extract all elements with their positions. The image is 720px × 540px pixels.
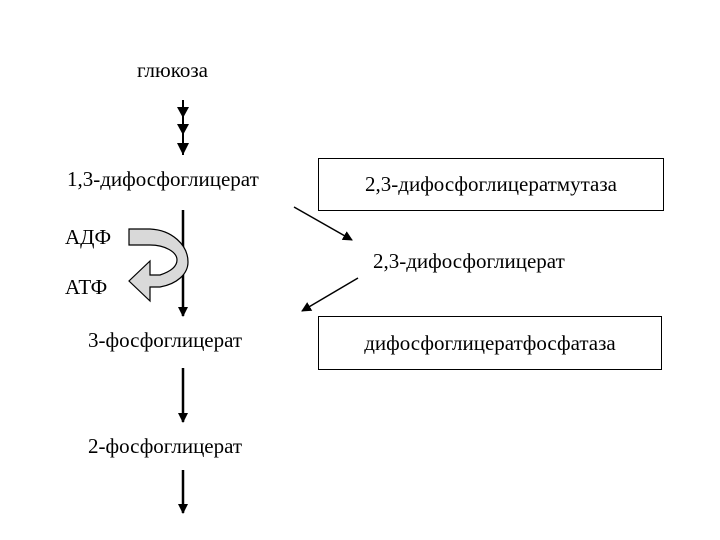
phosphatase-enzyme-box: дифосфоглицератфосфатаза	[318, 316, 662, 370]
bpg13-to-bpg23-arrow	[293, 206, 353, 241]
pg2-label: 2-фосфоглицерат	[88, 434, 243, 458]
bpg23-label: 2,3-дифосфоглицерат	[373, 249, 565, 273]
pg3-label: 3-фосфоглицерат	[88, 328, 243, 352]
atp-label: АТФ	[65, 275, 108, 299]
phosphatase-label: дифосфоглицератфосфатаза	[364, 330, 616, 355]
bpg13-label: 1,3-дифосфоглицерат	[67, 167, 259, 191]
mutase-label: 2,3-дифосфоглицератмутаза	[365, 172, 617, 196]
adp-label: АДФ	[65, 225, 112, 249]
mutase-enzyme-box: 2,3-дифосфоглицератмутаза	[318, 158, 664, 211]
glucose-label: глюкоза	[137, 58, 208, 82]
bpg23-to-pg3-arrow	[301, 277, 359, 312]
adp-atp-curved-arrow	[128, 228, 189, 303]
glucose-to-bpg13-arrow	[177, 100, 189, 155]
